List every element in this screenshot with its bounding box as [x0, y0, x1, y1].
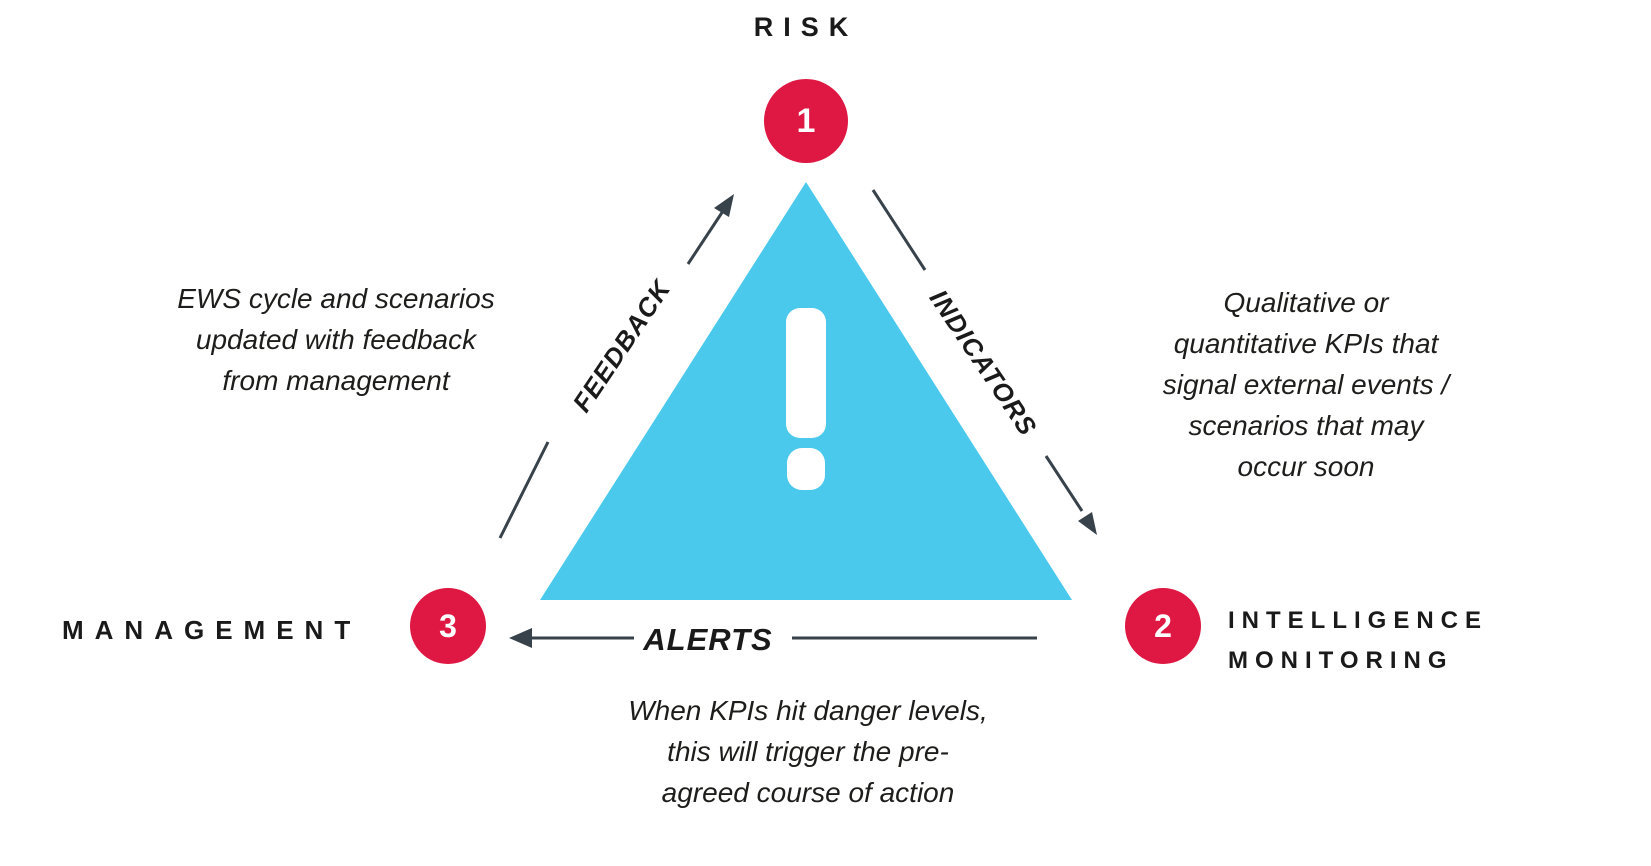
description-line: scenarios that may	[1188, 410, 1424, 441]
management-label: MANAGEMENT	[62, 615, 362, 645]
description-line: signal external events /	[1162, 369, 1450, 400]
exclamation-icon	[786, 308, 826, 490]
indicators-description: Qualitative or quantitative KPIs that si…	[1086, 282, 1526, 487]
description-line: Qualitative or	[1223, 287, 1389, 318]
step-number: 3	[439, 607, 457, 644]
indicators-arrow-icon	[871, 189, 1097, 535]
description-line: agreed course of action	[661, 777, 955, 808]
intelligence-label-line2: MONITORING	[1228, 647, 1454, 674]
feedback-description: EWS cycle and scenarios updated with fee…	[116, 278, 556, 401]
intelligence-label-line1: INTELLIGENCE	[1228, 607, 1489, 634]
alerts-arrow-icon	[509, 628, 1037, 648]
description-line: EWS cycle and scenarios	[177, 283, 495, 314]
description-line: When KPIs hit danger levels,	[628, 695, 988, 726]
step-badge-1: 1	[764, 79, 848, 163]
step-badge-3: 3	[410, 588, 486, 664]
intelligence-monitoring-label: INTELLIGENCE MONITORING	[1228, 601, 1488, 681]
risk-label: RISK	[753, 12, 859, 42]
step-number: 2	[1154, 607, 1172, 644]
description-line: quantitative KPIs that	[1173, 328, 1439, 359]
description-line: occur soon	[1237, 451, 1375, 482]
alerts-description: When KPIs hit danger levels, this will t…	[578, 690, 1038, 813]
step-number: 1	[796, 101, 816, 140]
alerts-edge-label: ALERTS	[643, 622, 773, 657]
step-badge-2: 2	[1125, 588, 1201, 664]
description-line: this will trigger the pre-	[667, 736, 949, 767]
description-line: updated with feedback	[195, 324, 477, 355]
feedback-arrow-icon	[498, 194, 734, 539]
description-line: from management	[222, 365, 450, 396]
